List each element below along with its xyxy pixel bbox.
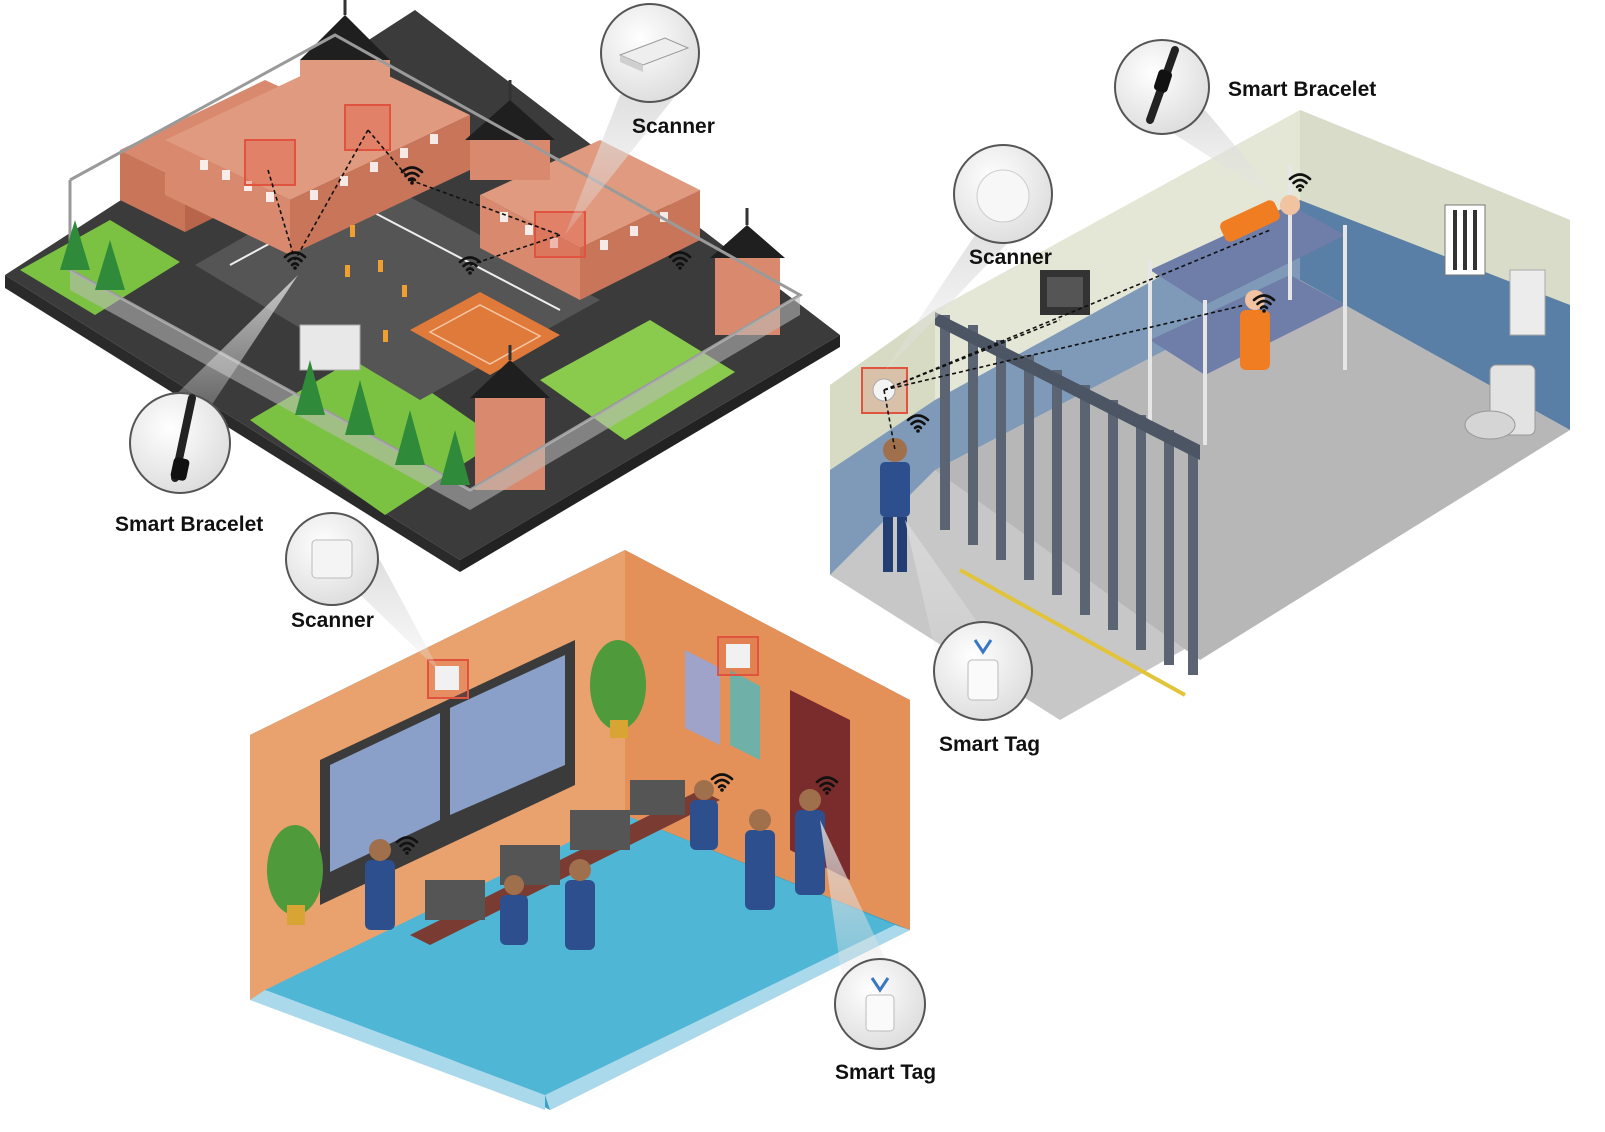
- control-tag-label: Smart Tag: [835, 1061, 937, 1084]
- prison-yard-scene: [5, 0, 840, 572]
- cell-tag-label: Smart Tag: [939, 733, 1041, 756]
- cell-scanner-label: Scanner: [969, 246, 1052, 269]
- control-scanner-label: Scanner: [291, 609, 374, 632]
- yard-bracelet-label: Smart Bracelet: [115, 513, 264, 536]
- control-room-scene: [250, 512, 926, 1110]
- cell-bracelet-label: Smart Bracelet: [1228, 78, 1377, 101]
- prison-cell-scene: [830, 39, 1570, 721]
- yard-scanner-label: Scanner: [632, 115, 715, 138]
